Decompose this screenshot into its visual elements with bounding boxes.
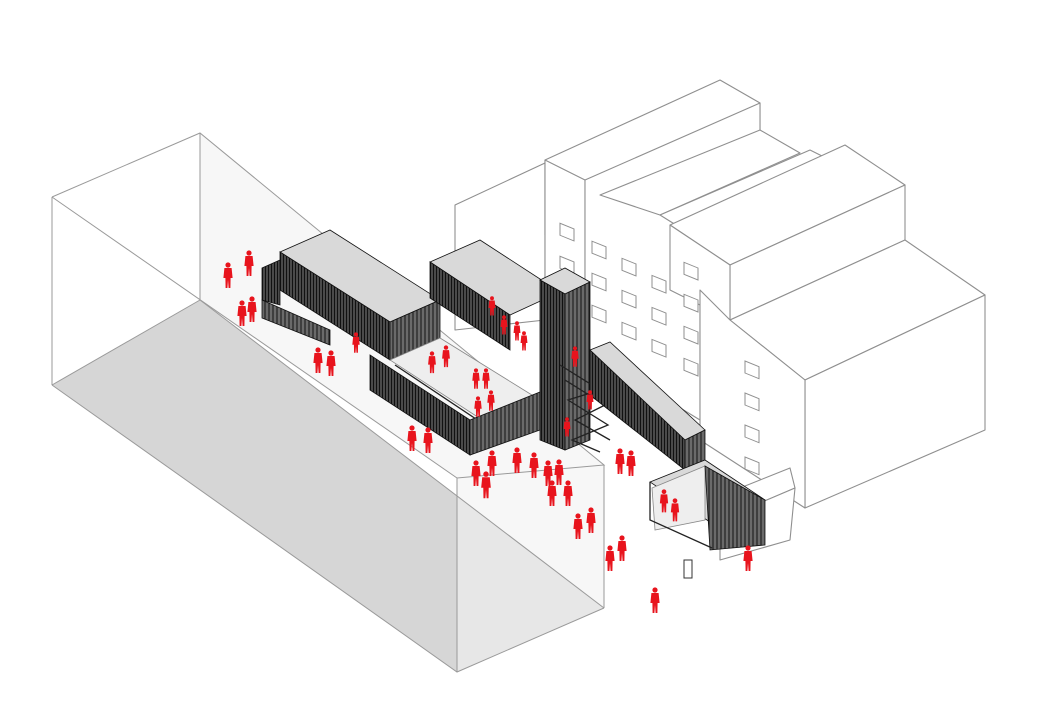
person-figure <box>617 535 627 561</box>
people-figures <box>223 250 753 613</box>
window-grid <box>559 222 760 476</box>
person-figure <box>605 545 615 571</box>
person-figure <box>513 321 521 341</box>
person-figure <box>615 448 625 474</box>
container-structure <box>261 229 766 551</box>
person-figure <box>520 331 528 351</box>
signpost <box>683 559 693 579</box>
person-figure <box>650 587 660 613</box>
person-figure <box>626 450 636 476</box>
